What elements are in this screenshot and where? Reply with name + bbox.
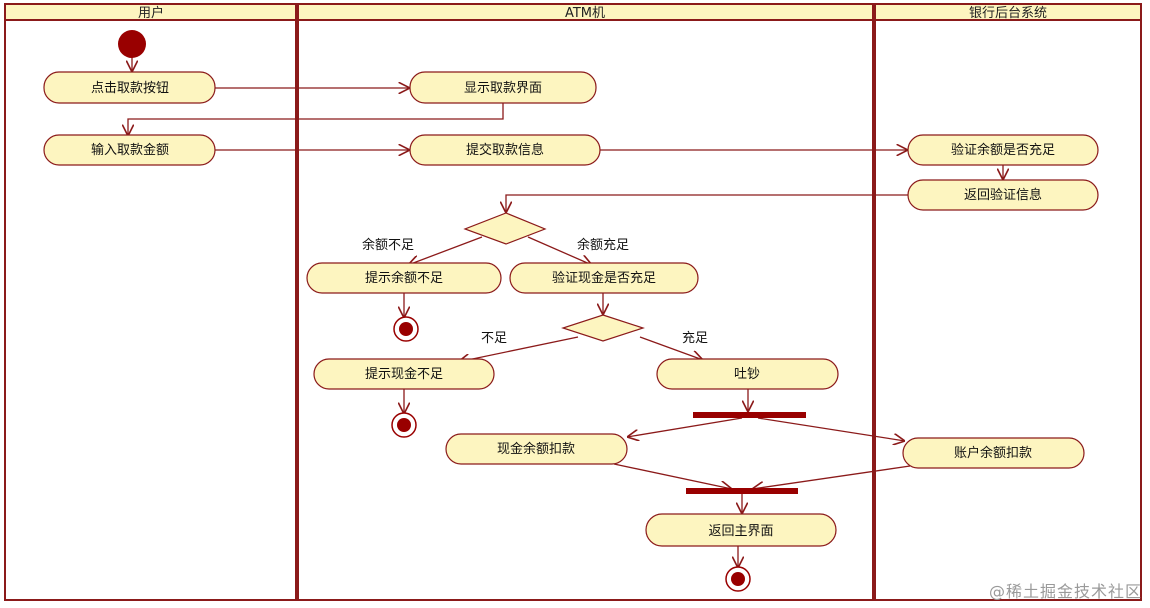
guard-cash-sufficient: 充足 bbox=[682, 330, 708, 346]
label-account-deduct: 账户余额扣款 bbox=[954, 445, 1032, 461]
label-dispense: 吐钞 bbox=[734, 367, 760, 382]
final-node-end bbox=[725, 566, 751, 592]
final-node-cash bbox=[391, 412, 417, 438]
label-show-ui: 显示取款界面 bbox=[464, 81, 542, 96]
label-tip-cash: 提示现金不足 bbox=[365, 366, 443, 382]
swimlane-frame bbox=[4, 3, 1142, 601]
label-cash-deduct: 现金余额扣款 bbox=[497, 441, 575, 457]
activity-cash-deduct bbox=[445, 433, 628, 465]
lane-title-user: 用户 bbox=[138, 5, 164, 21]
start-node bbox=[118, 30, 146, 58]
label-tip-balance: 提示余额不足 bbox=[365, 270, 443, 286]
label-click-withdraw: 点击取款按钮 bbox=[91, 81, 169, 96]
activity-tip-cash bbox=[313, 358, 495, 390]
label-return-verify: 返回验证信息 bbox=[964, 187, 1042, 203]
join-bar bbox=[686, 488, 798, 494]
activity-show-ui bbox=[409, 71, 597, 104]
activity-tip-balance bbox=[306, 262, 502, 294]
activity-submit-info bbox=[409, 134, 601, 166]
activity-click-withdraw bbox=[43, 71, 216, 104]
flow-connectors bbox=[128, 52, 1003, 568]
label-input-amount: 输入取款金额 bbox=[91, 142, 169, 158]
activity-input-amount bbox=[43, 134, 216, 166]
fork-bar bbox=[693, 412, 806, 418]
label-verify-balance: 验证余额是否充足 bbox=[951, 142, 1055, 158]
activity-account-deduct bbox=[902, 437, 1085, 469]
lane-title-atm: ATM机 bbox=[565, 6, 605, 21]
label-submit-info: 提交取款信息 bbox=[466, 142, 544, 158]
label-return-main: 返回主界面 bbox=[708, 524, 773, 539]
activity-verify-cash bbox=[509, 262, 699, 294]
label-verify-cash: 验证现金是否充足 bbox=[552, 270, 656, 286]
decision-cash bbox=[561, 314, 645, 342]
lane-title-bank: 银行后台系统 bbox=[969, 6, 1047, 21]
activity-verify-balance bbox=[907, 134, 1099, 166]
guard-balance-sufficient: 余额充足 bbox=[577, 237, 629, 253]
activity-return-main bbox=[645, 513, 837, 547]
guard-balance-insufficient: 余额不足 bbox=[362, 237, 414, 253]
decision-balance bbox=[463, 212, 547, 245]
watermark: @稀土掘金技术社区 bbox=[988, 582, 1142, 601]
guard-cash-insufficient: 不足 bbox=[481, 331, 507, 346]
final-node-balance bbox=[393, 316, 419, 342]
activity-dispense bbox=[656, 358, 839, 390]
activity-return-verify bbox=[907, 179, 1099, 211]
